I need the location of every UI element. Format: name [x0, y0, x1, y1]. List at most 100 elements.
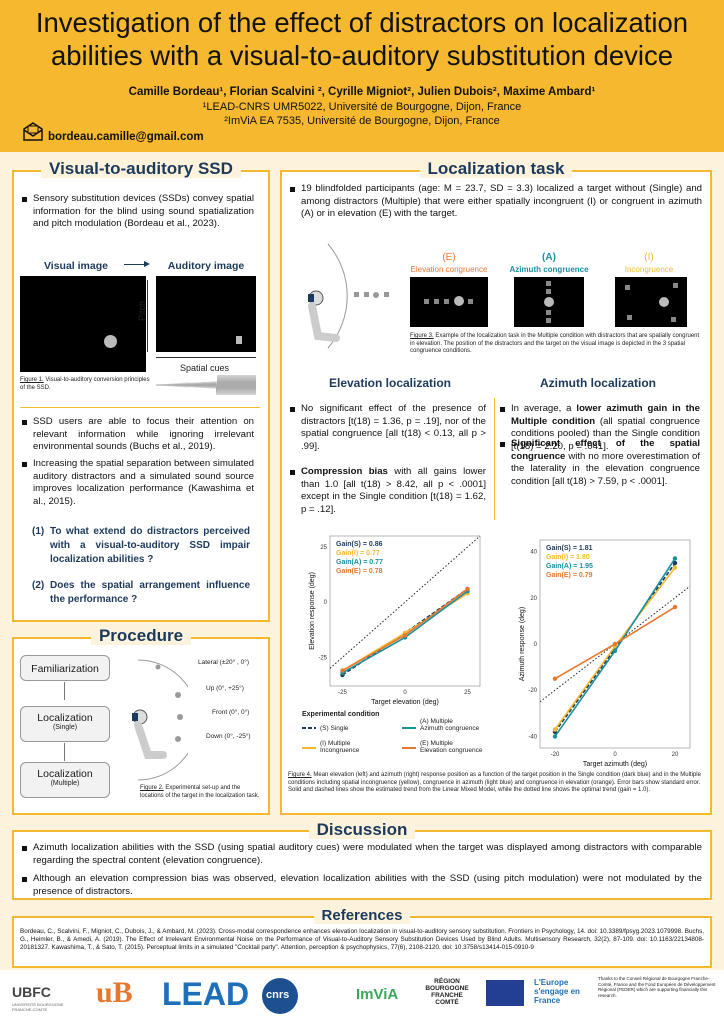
series-line — [342, 588, 468, 672]
logo-cnrs-disc — [262, 978, 298, 1014]
x-axis-label: Target elevation (deg) — [371, 699, 439, 706]
ssd-bullet-3: Increasing the spatial separation betwee… — [22, 458, 254, 508]
y-tick-label: -40 — [528, 734, 537, 740]
spatial-axis — [156, 357, 256, 358]
x-tick-label: 0 — [403, 690, 407, 696]
logo-lead: LEAD — [162, 976, 250, 1012]
azimuth-bullet-2: Significant effect of the spatial congru… — [500, 438, 700, 488]
y-tick-label: 20 — [530, 596, 537, 602]
task-setup-illustration — [308, 243, 389, 349]
pos-up: Up (0°, +25°) — [206, 685, 244, 692]
procedure-title: Procedure — [12, 626, 270, 646]
legend-swatches — [302, 727, 416, 749]
gain-label: Gain(I) = 0.77 — [336, 550, 380, 557]
references-title: References — [12, 907, 712, 924]
gain-label: Gain(I) = 1.80 — [546, 554, 590, 561]
y-tick-label: 0 — [534, 642, 538, 648]
data-point — [672, 604, 678, 610]
logo-ubfc-sub: UNIVERSITÉ BOURGOGNE FRANCHE-COMTÉ — [12, 1002, 64, 1012]
figure-2-caption: Figure 2. Experimental set-up and the lo… — [140, 785, 260, 799]
y-tick-label: 25 — [320, 545, 327, 551]
poster-title: Investigation of the effect of distracto… — [6, 6, 718, 72]
task-bullet-1: 19 blindfolded participants (age: M = 23… — [290, 183, 702, 221]
gain-label: Gain(E) = 0.79 — [546, 572, 593, 579]
divider — [20, 407, 260, 408]
E-label: Elevation congruence — [410, 265, 488, 274]
step-localization-single: Localization(Single) — [20, 706, 110, 742]
y-axis-label: Azimuth response (deg) — [519, 607, 526, 681]
logo-ub: uB — [96, 976, 133, 1009]
visual-image — [20, 276, 146, 372]
data-point — [552, 727, 558, 732]
x-tick-label: -25 — [338, 690, 347, 696]
data-point — [552, 734, 558, 739]
data-point — [465, 586, 470, 592]
gain-label: Gain(A) = 0.77 — [336, 559, 383, 566]
discussion-title: Discussion — [12, 820, 712, 840]
E-stimulus — [410, 277, 488, 327]
y-tick-label: -20 — [528, 688, 537, 694]
task-title: Localization task — [280, 159, 712, 179]
speaker-icon — [236, 336, 242, 344]
step-familiarization: Familiarization — [20, 655, 110, 681]
discussion-panel — [12, 830, 712, 900]
pos-lateral: Lateral (±20° , 0°) — [198, 659, 250, 666]
discussion-bullet-1: Azimuth localization abilities with the … — [22, 842, 702, 867]
I-letter: (I) — [644, 252, 654, 263]
references-text: Bordeau, C., Scalvini, F., Migniot, C., … — [20, 928, 704, 951]
data-point — [402, 633, 408, 638]
question-1: To what extend do distractors perceived … — [50, 526, 250, 565]
data-point — [612, 648, 618, 654]
I-label: Incongruence — [624, 265, 674, 274]
discussion-bullet-2: Although an elevation compression bias w… — [22, 873, 702, 898]
authors: Camille Bordeau¹, Florian Scalvini ², Cy… — [128, 86, 596, 98]
pitch-axis — [147, 280, 148, 352]
data-point — [672, 565, 678, 570]
legend-S: (S) Single — [320, 725, 349, 732]
elevation-bullet-2: Compression bias with all gains lower th… — [290, 466, 486, 516]
step-arrow-2 — [64, 743, 65, 761]
data-point — [612, 641, 618, 647]
x-tick-label: -20 — [551, 752, 560, 758]
y-tick-label: -25 — [318, 655, 327, 661]
step-arrow-1 — [64, 682, 65, 700]
y-axis-label: Elevation response (deg) — [309, 572, 316, 650]
elevation-bullet-1: No significant effect of the presence of… — [290, 403, 486, 453]
gain-label: Gain(A) = 1.95 — [546, 563, 593, 570]
A-label: Azimuth congruence — [509, 265, 589, 274]
figure-4-caption: Figure 4. Mean elevation (left) and azim… — [288, 772, 701, 793]
waveform — [156, 374, 256, 396]
ssd-bullet-1: Sensory substitution devices (SSDs) conv… — [22, 193, 254, 231]
conversion-arrow-head — [144, 261, 150, 267]
elevation-title: Elevation localization — [328, 376, 452, 390]
y-tick-label: 40 — [530, 550, 537, 556]
data-point — [672, 560, 678, 566]
plot-frame — [329, 535, 481, 687]
y-tick-label: 0 — [324, 600, 328, 606]
azimuth-bullet-1: In average, a lower azimuth gain in the … — [500, 403, 700, 453]
affiliation-2: ²ImViA EA 7535, Université de Bourgogne,… — [224, 115, 500, 127]
x-tick-label: 20 — [672, 752, 679, 758]
I-stimulus — [615, 277, 687, 327]
setup-illustration — [132, 659, 188, 781]
title-line-2: abilities with a visual-to-auditory subs… — [50, 40, 674, 71]
email-icon — [23, 122, 43, 141]
logo-eu-flag — [486, 980, 524, 1006]
x-axis-label: Target azimuth (deg) — [583, 761, 647, 768]
A-stimulus — [514, 277, 584, 327]
logo-imvia: ImViA — [356, 986, 399, 1003]
ssd-panel — [12, 170, 270, 622]
pitch-label: Pitch — [137, 300, 148, 322]
visual-image-label: Visual image — [43, 260, 108, 272]
legend-title: Experimental condition — [302, 711, 380, 718]
A-letter: (A) — [542, 252, 556, 263]
question-1-number: (1) — [32, 526, 45, 537]
logo-europe: L'Europe s'engage en France — [534, 978, 580, 1005]
gain-label: Gain(S) = 0.86 — [336, 541, 383, 548]
email-address[interactable]: bordeau.camille@gmail.com — [48, 131, 204, 143]
